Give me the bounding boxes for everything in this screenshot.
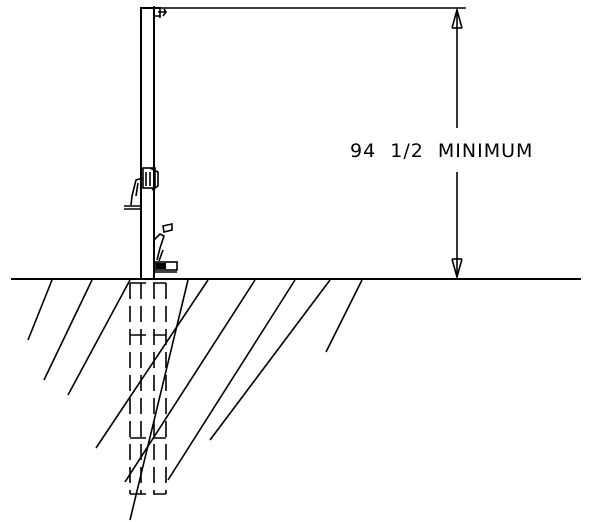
earth-hatching	[27, 279, 363, 521]
height-dimension: 94 1/2 MINIMUM	[160, 7, 533, 280]
upright-post	[140, 7, 161, 280]
winch-crank	[124, 167, 159, 210]
dimension-arrow-bottom	[451, 258, 463, 280]
dimension-arrow-top	[451, 7, 463, 29]
buried-socket	[129, 282, 167, 495]
dimension-label: 94 1/2 MINIMUM	[350, 140, 533, 162]
latch-handle	[153, 223, 178, 273]
top-bracket	[153, 6, 167, 18]
